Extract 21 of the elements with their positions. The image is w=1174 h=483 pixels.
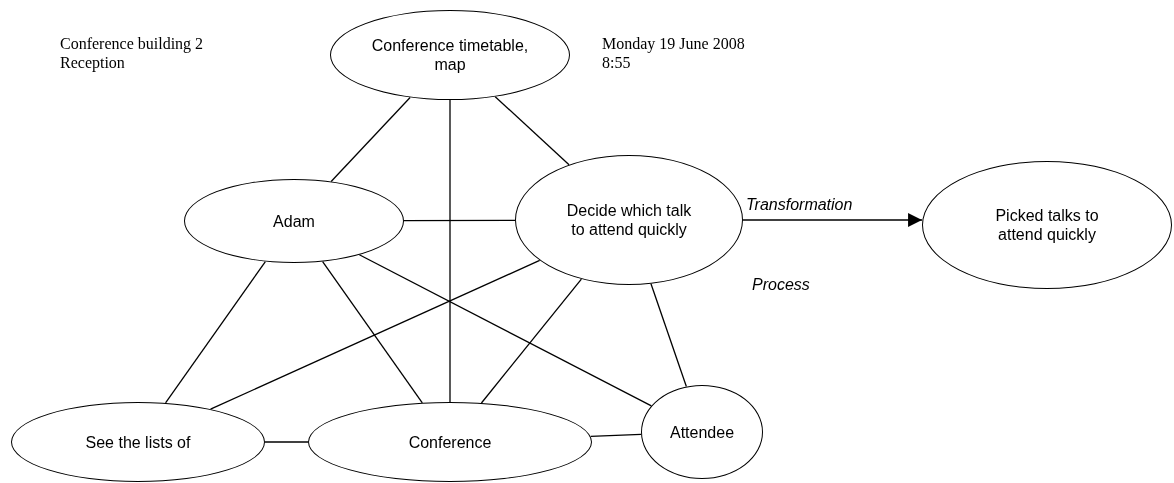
note-text: Conference building 2 Reception xyxy=(60,34,205,72)
note-text: Process xyxy=(752,275,810,294)
connector-line xyxy=(480,278,583,404)
node-label: Attendee xyxy=(669,422,735,442)
connector-line xyxy=(358,254,652,407)
arrow xyxy=(742,213,923,227)
node-label: Decide which talk to attend quickly xyxy=(565,201,693,239)
edge-label: Transformation xyxy=(746,195,853,214)
connector-line xyxy=(494,96,570,166)
connector-line xyxy=(403,219,516,222)
note-text: Monday 19 June 2008 8:55 xyxy=(602,34,746,72)
node-label: See the lists of xyxy=(85,432,191,452)
node-label: Picked talks to attend quickly xyxy=(994,206,1100,244)
connector-line xyxy=(330,96,411,183)
connector-line xyxy=(449,99,451,403)
node-label: Adam xyxy=(273,211,315,231)
connector-line xyxy=(264,441,309,443)
node-label: Conference timetable, map xyxy=(370,36,530,74)
connector-line xyxy=(650,283,687,388)
node-label: Conference xyxy=(408,432,492,452)
connector-line xyxy=(209,259,541,410)
